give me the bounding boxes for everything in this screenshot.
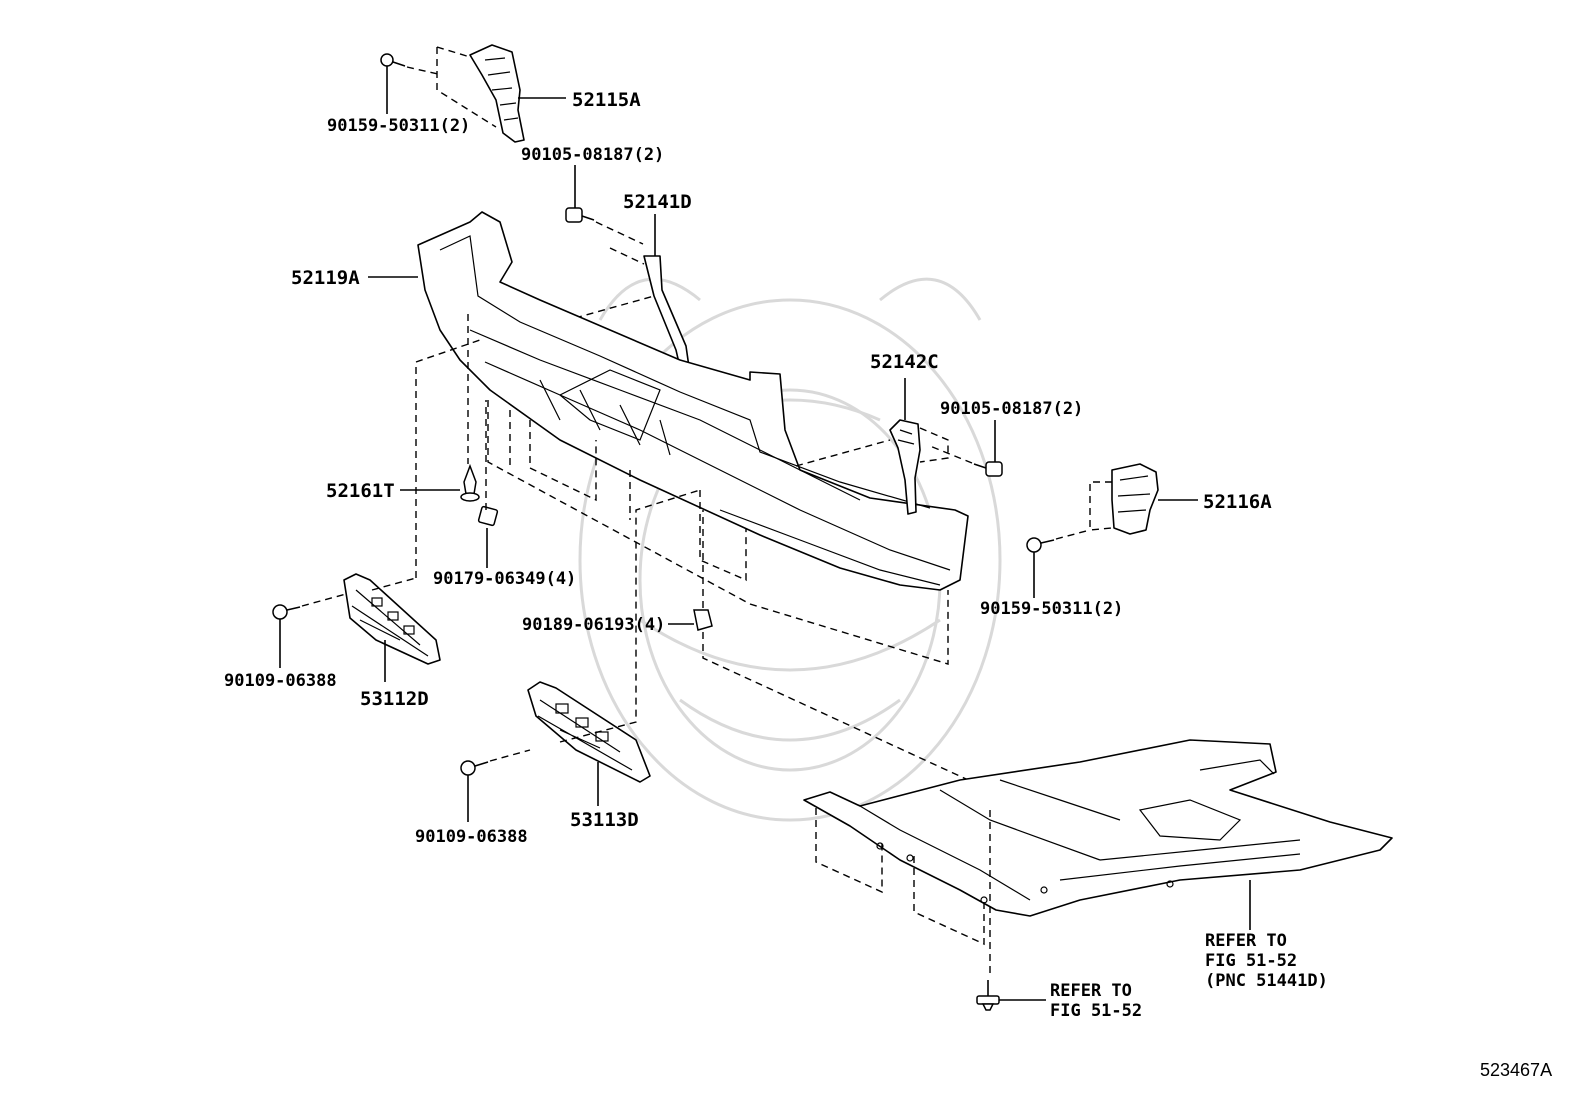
label-52141D: 52141D [623, 191, 692, 213]
bolt-90159-top[interactable] [380, 53, 439, 75]
refer-bolt-line2: FIG 51-52 [1050, 1001, 1142, 1021]
bolt-90105-top[interactable] [565, 207, 595, 223]
grille-53112D[interactable] [343, 573, 441, 665]
label-52115A: 52115A [572, 89, 641, 111]
bolt-refer-bottom[interactable] [976, 980, 1000, 1011]
label-52119A: 52119A [291, 267, 360, 289]
label-90179-06349: 90179-06349(4) [433, 569, 576, 589]
grille-53113D[interactable] [527, 681, 651, 783]
label-90105-08187-right: 90105-08187(2) [940, 399, 1083, 419]
bolt-90159-right[interactable] [1026, 537, 1055, 553]
label-90109-06388-bottom: 90109-06388 [415, 827, 528, 847]
refer-cover-line3: (PNC 51441D) [1205, 971, 1328, 991]
clip-52161T[interactable] [460, 463, 480, 502]
label-90159-50311-top: 90159-50311(2) [327, 116, 470, 136]
label-53112D: 53112D [360, 688, 429, 710]
nut-90189[interactable] [693, 609, 713, 631]
nut-90179[interactable] [477, 505, 499, 527]
engine-under-cover[interactable] [803, 739, 1393, 917]
label-90105-08187-top: 90105-08187(2) [521, 145, 664, 165]
figure-code: 523467A [1480, 1060, 1552, 1080]
refer-cover-line2: FIG 51-52 [1205, 951, 1297, 971]
bracket-52142C[interactable] [889, 419, 921, 515]
refer-cover-line1: REFER TO [1205, 931, 1287, 951]
refer-bolt-line1: REFER TO [1050, 981, 1132, 1001]
label-52161T: 52161T [326, 480, 395, 502]
label-53113D: 53113D [570, 809, 639, 831]
bolt-90109-left[interactable] [272, 604, 301, 620]
bumper-lower-52119A[interactable] [417, 211, 969, 591]
bracket-52115A[interactable] [469, 44, 525, 143]
bracket-52116A[interactable] [1111, 463, 1159, 535]
label-90159-50311-right: 90159-50311(2) [980, 599, 1123, 619]
label-52142C: 52142C [870, 351, 939, 373]
bolt-90109-bottom[interactable] [460, 760, 489, 776]
label-90109-06388-left: 90109-06388 [224, 671, 337, 691]
label-90189-06193: 90189-06193(4) [522, 615, 665, 635]
label-52116A: 52116A [1203, 491, 1272, 513]
bolt-90105-right[interactable] [973, 461, 1003, 477]
watermark-emblem [578, 277, 1002, 822]
